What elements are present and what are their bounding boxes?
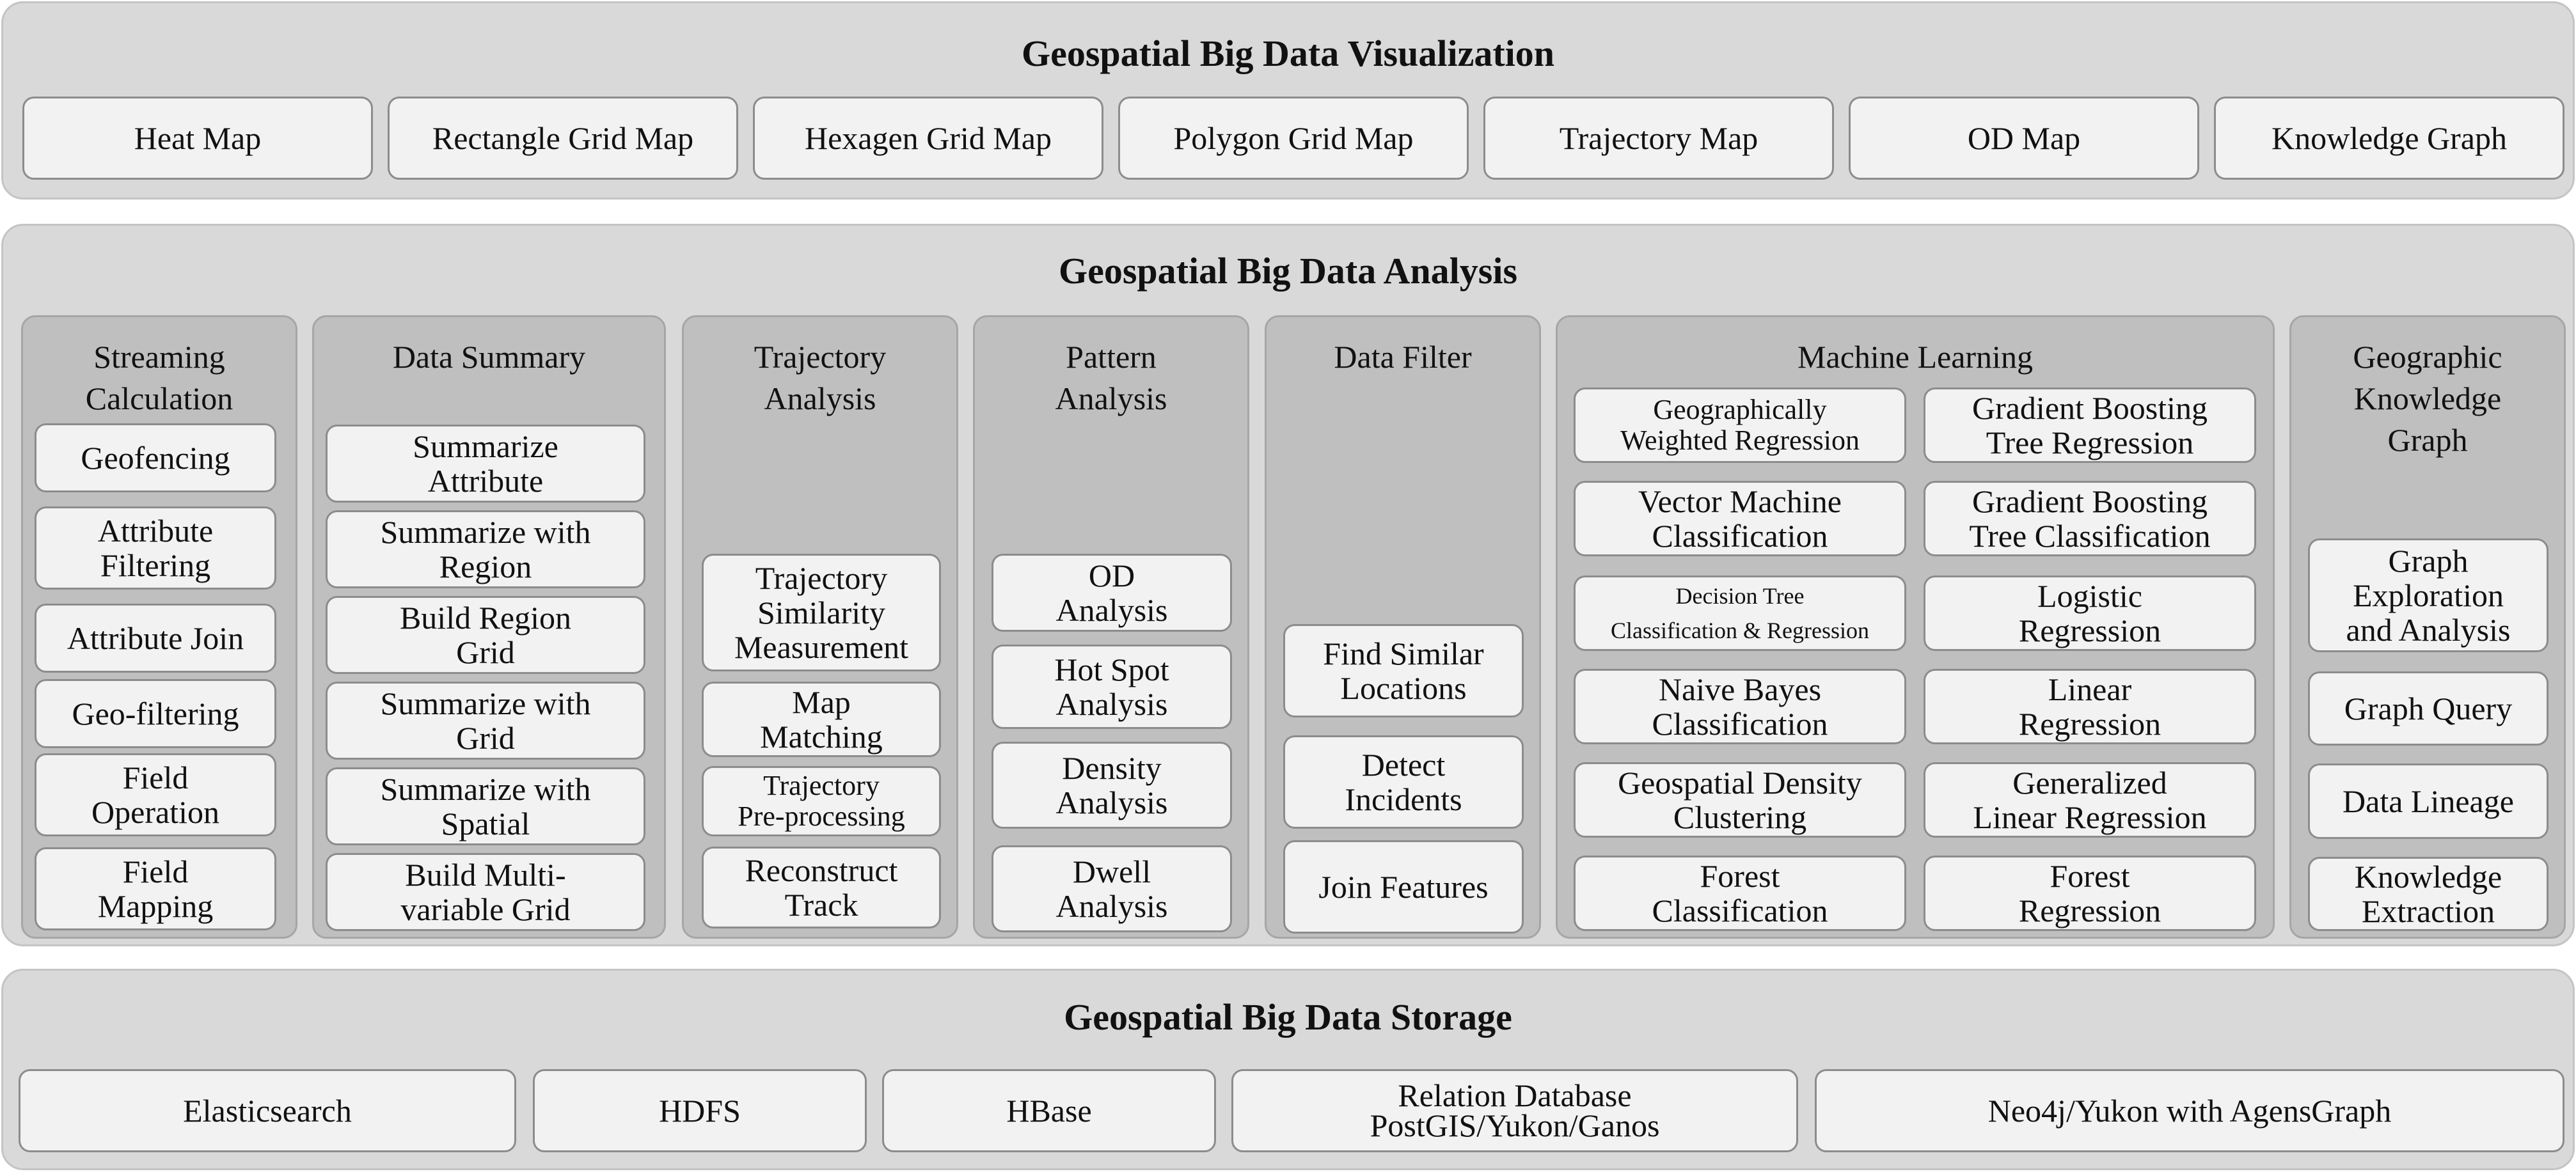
machine-learning-column: Machine Learning Geographically Weighted… — [1556, 315, 2275, 939]
knowledge-extraction-box: Knowledge Extraction — [2308, 857, 2548, 931]
find-similar-locations-box: Find Similar Locations — [1283, 624, 1524, 717]
hdfs-box: HDFS — [533, 1069, 867, 1152]
summarize-attribute-box: Summarize Attribute — [326, 425, 645, 503]
summarize-with-region-box: Summarize with Region — [326, 510, 645, 588]
ml-vector-machine-classification: Vector Machine Classification — [1574, 481, 1906, 556]
density-analysis-box: Density Analysis — [992, 742, 1232, 829]
knowledge-graph-column: Geographic Knowledge Graph Graph Explora… — [2289, 315, 2566, 939]
ml-forest-classification: Forest Classification — [1574, 856, 1906, 931]
ml-gradient-boosting-tree-regression: Gradient Boosting Tree Regression — [1924, 387, 2256, 463]
detect-incidents-box: Detect Incidents — [1283, 735, 1524, 829]
hbase-box: HBase — [882, 1069, 1216, 1152]
visualization-title: Geospatial Big Data Visualization — [1021, 33, 1554, 74]
dwell-analysis-box: Dwell Analysis — [992, 845, 1232, 932]
data-lineage-box: Data Lineage — [2308, 763, 2548, 839]
trajectory-preprocessing-box: Trajectory Pre-processing — [702, 766, 941, 836]
trajectory-map-box: Trajectory Map — [1483, 97, 1834, 180]
pattern-analysis-title: Pattern Analysis — [1055, 339, 1167, 416]
ml-geographically-weighted-regression: Geographically Weighted Regression — [1574, 387, 1906, 463]
build-region-grid-box: Build Region Grid — [326, 596, 645, 674]
map-matching-box: Map Matching — [702, 682, 941, 757]
storage-layer: Geospatial Big Data Storage Elasticsearc… — [1, 969, 2575, 1170]
attribute-filtering-box: Attribute Filtering — [35, 506, 276, 590]
ml-linear-regression: Linear Regression — [1924, 669, 2256, 744]
analysis-layer: Geospatial Big Data Analysis Streaming C… — [1, 224, 2575, 946]
ml-naive-bayes-classification: Naive Bayes Classification — [1574, 669, 1906, 744]
pattern-analysis-column: Pattern Analysis OD Analysis Hot Spot An… — [973, 315, 1249, 939]
ml-geospatial-density-clustering: Geospatial Density Clustering — [1574, 762, 1906, 838]
data-summary-column: Data Summary Summarize Attribute Summari… — [312, 315, 666, 939]
relation-database-box: Relation Database PostGIS/Yukon/Ganos — [1231, 1069, 1798, 1152]
rectangle-grid-map-box: Rectangle Grid Map — [388, 97, 738, 180]
knowledge-graph-box: Knowledge Graph — [2214, 97, 2564, 180]
ml-logistic-regression: Logistic Regression — [1924, 575, 2256, 651]
streaming-calculation-title: Streaming Calculation — [85, 339, 233, 416]
graph-exploration-box: Graph Exploration and Analysis — [2308, 538, 2548, 652]
reconstruct-track-box: Reconstruct Track — [702, 847, 941, 928]
geo-filtering-box: Geo-filtering — [35, 679, 276, 748]
graph-query-box: Graph Query — [2308, 671, 2548, 746]
neo4j-box: Neo4j/Yukon with AgensGraph — [1815, 1069, 2564, 1152]
geofencing-box: Geofencing — [35, 423, 276, 492]
data-filter-column: Data Filter Find Similar Locations Detec… — [1265, 315, 1541, 939]
ml-forest-regression: Forest Regression — [1924, 856, 2256, 931]
ml-generalized-linear-regression: Generalized Linear Regression — [1924, 762, 2256, 838]
data-filter-title: Data Filter — [1334, 339, 1472, 375]
data-summary-title: Data Summary — [392, 339, 586, 375]
elasticsearch-box: Elasticsearch — [19, 1069, 516, 1152]
polygon-grid-map-box: Polygon Grid Map — [1118, 97, 1469, 180]
heat-map-box: Heat Map — [22, 97, 373, 180]
field-mapping-box: Field Mapping — [35, 847, 276, 930]
visualization-layer: Geospatial Big Data Visualization Heat M… — [1, 1, 2575, 200]
hot-spot-analysis-box: Hot Spot Analysis — [992, 645, 1232, 729]
trajectory-similarity-box: Trajectory Similarity Measurement — [702, 554, 941, 671]
machine-learning-title: Machine Learning — [1798, 339, 2033, 375]
od-analysis-box: OD Analysis — [992, 554, 1232, 632]
attribute-join-box: Attribute Join — [35, 604, 276, 673]
build-multivariable-grid-box: Build Multi- variable Grid — [326, 853, 645, 931]
ml-gradient-boosting-tree-classification: Gradient Boosting Tree Classification — [1924, 481, 2256, 556]
join-features-box: Join Features — [1283, 840, 1524, 934]
analysis-title: Geospatial Big Data Analysis — [1058, 250, 1518, 292]
od-map-box: OD Map — [1849, 97, 2199, 180]
streaming-calculation-column: Streaming Calculation Geofencing Attribu… — [21, 315, 297, 939]
trajectory-analysis-title: Trajectory Analysis — [754, 339, 887, 416]
knowledge-graph-title: Geographic Knowledge Graph — [2353, 339, 2502, 458]
trajectory-analysis-column: Trajectory Analysis Trajectory Similarit… — [682, 315, 958, 939]
summarize-with-grid-box: Summarize with Grid — [326, 682, 645, 760]
hexagen-grid-map-box: Hexagen Grid Map — [753, 97, 1103, 180]
field-operation-box: Field Operation — [35, 753, 276, 836]
summarize-with-spatial-box: Summarize with Spatial — [326, 767, 645, 845]
ml-decision-tree: Decision Tree Classification & Regressio… — [1574, 575, 1906, 651]
storage-title: Geospatial Big Data Storage — [1064, 996, 1512, 1038]
